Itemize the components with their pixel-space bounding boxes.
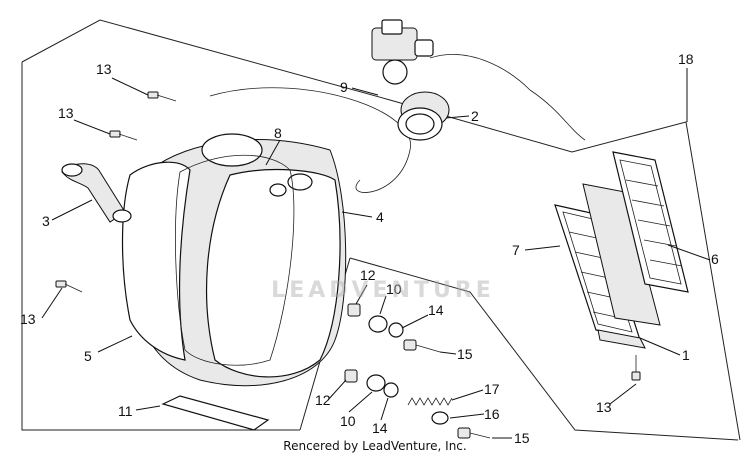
callout-11: 11 xyxy=(118,403,133,419)
intake-boot xyxy=(397,91,450,141)
callout-4: 4 xyxy=(376,209,384,225)
callout-14-upper: 14 xyxy=(428,302,444,318)
callout-2: 2 xyxy=(471,108,479,124)
air-box-housing xyxy=(134,133,347,387)
filter-clamp xyxy=(597,329,646,349)
screw-low-left xyxy=(55,280,83,293)
callout-13-mid: 13 xyxy=(58,105,74,121)
callout-12-upper: 12 xyxy=(360,267,376,283)
callout-10-lower: 10 xyxy=(340,413,356,429)
carburetor xyxy=(371,19,434,85)
hardware-row-lower xyxy=(344,369,491,439)
callout-15-upper: 15 xyxy=(457,346,473,362)
hardware-row-upper xyxy=(347,303,441,353)
callout-14-lower: 14 xyxy=(372,420,388,436)
screw-mid-left xyxy=(109,130,138,141)
callout-8: 8 xyxy=(274,125,282,141)
callout-10-upper: 10 xyxy=(386,281,402,297)
leader-lines xyxy=(41,68,711,439)
callout-17: 17 xyxy=(484,381,500,397)
air-box-cover xyxy=(121,161,191,361)
callout-7: 7 xyxy=(512,242,520,258)
callout-15-lower: 15 xyxy=(514,430,530,446)
screw-filter xyxy=(631,355,641,381)
callout-5: 5 xyxy=(84,348,92,364)
filter-element xyxy=(582,183,661,326)
callout-6: 6 xyxy=(711,251,719,267)
callouts: 1 2 3 4 5 6 7 8 9 10 10 11 12 12 13 13 1… xyxy=(20,51,719,446)
render-credit: Rencered by LeadVenture, Inc. xyxy=(283,439,467,453)
callout-18: 18 xyxy=(678,51,694,67)
base-gasket xyxy=(161,395,270,431)
housing-gasket xyxy=(175,154,295,366)
screw-top-left xyxy=(147,91,177,102)
callout-12-lower: 12 xyxy=(315,392,331,408)
callout-3: 3 xyxy=(42,213,50,229)
callout-13-top: 13 xyxy=(96,61,112,77)
callout-16: 16 xyxy=(484,406,500,422)
callout-9: 9 xyxy=(340,79,348,95)
throttle-cable xyxy=(429,54,586,141)
callout-1: 1 xyxy=(682,347,690,363)
watermark: LEADVENTURE xyxy=(271,278,495,303)
snorkel-tube xyxy=(61,163,132,223)
callout-13-filter: 13 xyxy=(596,399,612,415)
intake-hose xyxy=(209,87,411,193)
filter-frame-rear xyxy=(612,151,689,293)
callout-13-low: 13 xyxy=(20,311,36,327)
